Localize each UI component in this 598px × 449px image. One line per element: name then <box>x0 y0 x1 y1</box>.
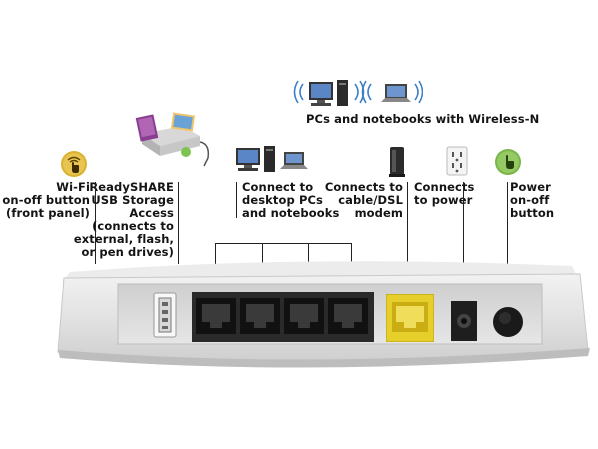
desktop-label-line-3: and notebooks <box>242 206 340 220</box>
wifi-label: Wi-Fi on-off button (front panel) <box>2 181 90 220</box>
wifi-leader-line <box>95 182 96 264</box>
power-label-line-1: Connects <box>414 180 475 194</box>
lan-port-2 <box>240 298 280 334</box>
cable-modem-icon <box>389 147 405 177</box>
modem-leader-line <box>407 182 408 264</box>
readyshare-label-line-1: ReadySHARE <box>89 180 174 194</box>
power-button-label-line-1: Power <box>510 180 551 194</box>
modem-label-line-3: modem <box>354 206 403 220</box>
readyshare-label-line-6: or pen drives) <box>81 245 174 259</box>
readyshare-label-line-2: USB Storage <box>91 193 174 207</box>
lan-ports <box>192 292 374 342</box>
lan-port-4 <box>328 298 368 334</box>
wireless-caption: PCs and notebooks with Wireless-N <box>306 112 540 126</box>
readyshare-label: ReadySHARE USB Storage Access (connects … <box>74 181 174 259</box>
modem-label-line-2: cable/DSL <box>338 193 403 207</box>
power-button-leader-line <box>507 182 508 264</box>
modem-label-line-1: Connects to <box>324 180 403 194</box>
usb-drive-icon <box>135 112 210 167</box>
modem-label: Connects to cable/DSL modem <box>325 181 403 220</box>
readyshare-label-line-3: Access <box>129 206 174 220</box>
desktop-label: Connect to desktop PCs and notebooks <box>242 181 339 220</box>
power-button-label-line-3: button <box>510 206 555 220</box>
power-leader-line <box>463 182 464 264</box>
desktop-bracket-drop-3 <box>308 243 309 264</box>
wifi-button-icon <box>61 151 87 177</box>
desktop-bracket-drop-2 <box>262 243 263 264</box>
desktop-bracket-drop-1 <box>215 243 216 264</box>
readyshare-label-line-4: (connects to <box>92 219 174 233</box>
desktop-label-line-1: Connect to <box>242 180 314 194</box>
power-label: Connects to power <box>414 181 474 207</box>
desktop-label-line-2: desktop PCs <box>242 193 323 207</box>
desktop-bracket <box>215 243 351 244</box>
power-jack[interactable] <box>451 301 477 341</box>
internet-port[interactable] <box>386 294 434 342</box>
power-button-label: Power on-off button <box>510 181 554 220</box>
readyshare-label-line-5: external, flash, <box>73 232 174 246</box>
power-button-icon <box>495 149 521 175</box>
lan-port-1 <box>196 298 236 334</box>
readyshare-leader-line <box>178 182 179 264</box>
power-button[interactable] <box>492 306 524 338</box>
wifi-label-line-3: (front panel) <box>6 206 90 220</box>
wifi-label-line-2: on-off button <box>2 193 90 207</box>
desktop-leader-line <box>236 182 237 218</box>
desktop-bracket-drop-4 <box>351 243 352 264</box>
power-outlet-icon <box>446 146 468 176</box>
usb-port[interactable] <box>153 292 177 338</box>
power-button-label-line-2: on-off <box>510 193 550 207</box>
wifi-label-line-1: Wi-Fi <box>56 180 90 194</box>
power-label-line-2: to power <box>414 193 473 207</box>
wireless-pcs-icon <box>293 80 423 106</box>
lan-port-3 <box>284 298 324 334</box>
desktop-pc-icon <box>236 146 308 172</box>
